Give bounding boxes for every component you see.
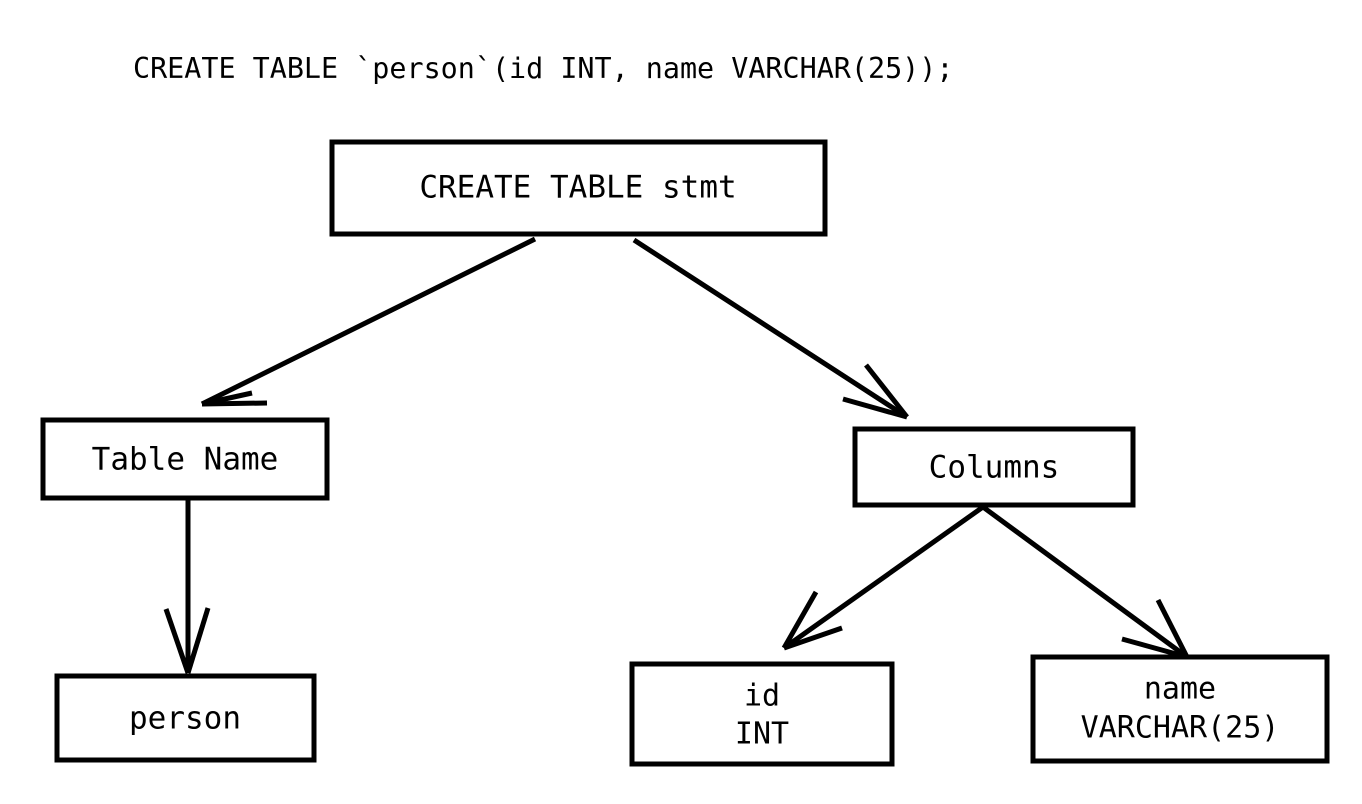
arrowhead-barb-upper xyxy=(1155,598,1190,659)
node-column-id[interactable]: id INT xyxy=(629,661,895,767)
arrowhead-barb-lower xyxy=(201,400,268,407)
node-column-name[interactable]: name VARCHAR(25) xyxy=(1030,654,1330,764)
node-box xyxy=(54,673,317,763)
edge-shaft xyxy=(632,237,909,420)
edge-columns-to-name xyxy=(981,504,1190,660)
node-columns[interactable]: Columns xyxy=(852,426,1136,508)
node-label: person xyxy=(129,701,241,737)
node-box xyxy=(40,417,330,501)
node-label-type: VARCHAR(25) xyxy=(1081,711,1280,746)
edge-shaft xyxy=(782,504,985,651)
arrowhead-barb-right xyxy=(185,607,211,674)
edge-root-to-columns xyxy=(632,237,909,420)
edge-shaft xyxy=(981,504,1189,660)
arrowhead-barb-upper xyxy=(781,590,819,650)
node-label: CREATE TABLE stmt xyxy=(419,170,736,206)
node-box xyxy=(852,426,1136,508)
node-box xyxy=(629,661,895,767)
node-label-name: name xyxy=(1144,672,1216,707)
arrowhead-barb-left xyxy=(163,608,191,674)
node-person[interactable]: person xyxy=(54,673,317,763)
arrowhead-barb-lower xyxy=(842,396,908,420)
node-label-type: INT xyxy=(735,717,789,752)
arrowhead-barb-upper xyxy=(864,363,909,419)
node-create-table-stmt[interactable]: CREATE TABLE stmt xyxy=(329,139,828,237)
edge-root-to-table-name xyxy=(200,236,537,407)
node-table-name[interactable]: Table Name xyxy=(40,417,330,501)
node-label: Columns xyxy=(929,450,1060,486)
node-label-name: id xyxy=(744,679,780,714)
sql-statement-title: CREATE TABLE `person`(id INT, name VARCH… xyxy=(133,52,953,85)
node-label: Table Name xyxy=(92,442,279,478)
edge-shaft xyxy=(200,236,537,407)
edge-columns-to-id xyxy=(781,504,985,651)
node-box xyxy=(1030,654,1330,764)
arrowhead-barb-lower xyxy=(783,625,843,651)
arrowhead-barb-lower xyxy=(1121,636,1188,660)
edge-table-name-to-person xyxy=(163,500,211,674)
node-box xyxy=(329,139,828,237)
